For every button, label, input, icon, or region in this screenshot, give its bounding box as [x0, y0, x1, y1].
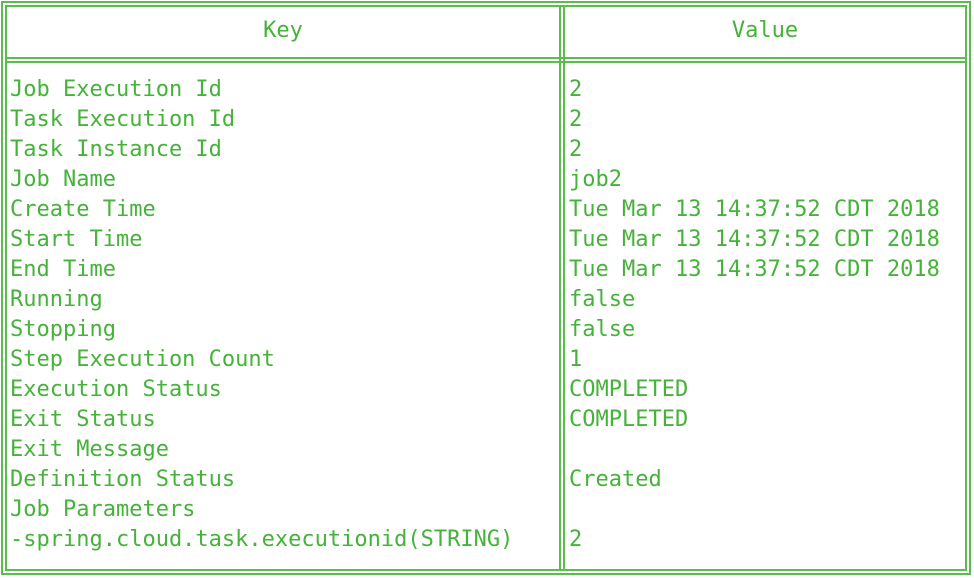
column-header-value: Value [731, 18, 799, 43]
column-divider [559, 5, 561, 571]
column-divider [563, 5, 565, 571]
row-value: Created [569, 467, 662, 492]
row-key: Execution Status [10, 377, 222, 402]
table-row: Job Parameters [0, 495, 974, 525]
table-row: Stopping false [0, 315, 974, 345]
table-row: Job Name job2 [0, 165, 974, 195]
row-value: 2 [569, 137, 583, 162]
row-key: Exit Status [10, 407, 156, 432]
row-value: 2 [569, 527, 583, 552]
table-row: Exit Message [0, 435, 974, 465]
row-key: Job Execution Id [10, 77, 222, 102]
row-key: Running [10, 287, 103, 312]
row-key: Start Time [10, 227, 143, 252]
row-key: Create Time [10, 197, 156, 222]
table-row: Task Instance Id 2 [0, 135, 974, 165]
row-value: 2 [569, 107, 583, 132]
row-value: COMPLETED [569, 377, 689, 402]
table-row: Start Time Tue Mar 13 14:37:52 CDT 2018 [0, 225, 974, 255]
row-key: Job Name [10, 167, 116, 192]
table-row: Job Execution Id 2 [0, 75, 974, 105]
row-value: 1 [569, 347, 583, 372]
header-divider [5, 57, 967, 59]
table-row: Create Time Tue Mar 13 14:37:52 CDT 2018 [0, 195, 974, 225]
table-row: Definition Status Created [0, 465, 974, 495]
table-row: Step Execution Count 1 [0, 345, 974, 375]
table-row: Execution Status COMPLETED [0, 375, 974, 405]
row-value: COMPLETED [569, 407, 689, 432]
header-divider [5, 61, 967, 63]
row-value: false [569, 287, 636, 312]
row-value: false [569, 317, 636, 342]
row-key: Exit Message [10, 437, 169, 462]
table-row: Running false [0, 285, 974, 315]
table-row: Task Execution Id 2 [0, 105, 974, 135]
row-value: 2 [569, 77, 583, 102]
row-value: Tue Mar 13 14:37:52 CDT 2018 [569, 197, 940, 222]
row-key: Stopping [10, 317, 116, 342]
row-key: Task Execution Id [10, 107, 236, 132]
row-value: job2 [569, 167, 622, 192]
row-key: Definition Status [10, 467, 236, 492]
row-key: Step Execution Count [10, 347, 275, 372]
row-key: End Time [10, 257, 116, 282]
row-value: Tue Mar 13 14:37:52 CDT 2018 [569, 257, 940, 282]
table-row: Exit Status COMPLETED [0, 405, 974, 435]
row-key: -spring.cloud.task.executionid(STRING) [10, 527, 514, 552]
table-row: End Time Tue Mar 13 14:37:52 CDT 2018 [0, 255, 974, 285]
row-value: Tue Mar 13 14:37:52 CDT 2018 [569, 227, 940, 252]
table-row: -spring.cloud.task.executionid(STRING) 2 [0, 525, 974, 555]
column-header-key: Key [263, 18, 303, 43]
row-key: Job Parameters [10, 497, 196, 522]
table-inner-border [5, 5, 967, 571]
row-key: Task Instance Id [10, 137, 222, 162]
